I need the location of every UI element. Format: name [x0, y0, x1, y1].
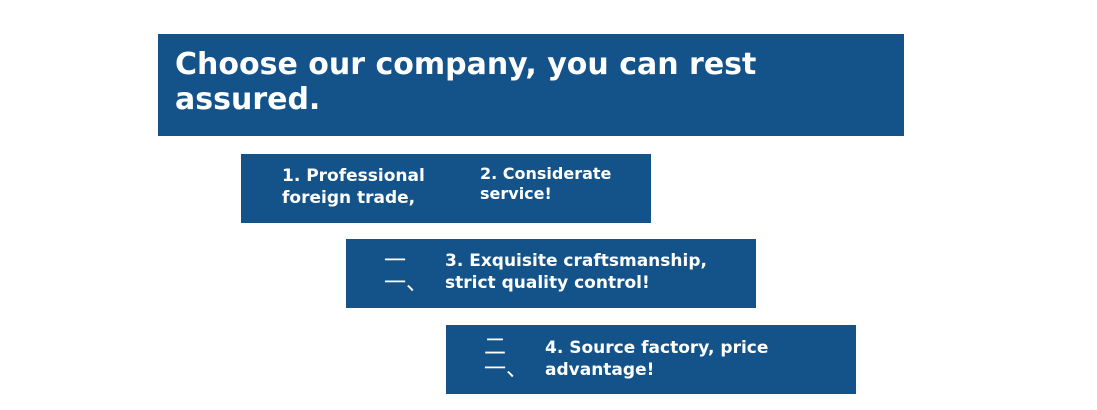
- feature-craftsmanship: 3. Exquisite craftsmanship, strict quali…: [445, 251, 707, 293]
- numeral-bottom: 一、: [384, 271, 429, 296]
- numeral-marker: 一 一、: [384, 251, 428, 295]
- feature-considerate-service: 2. Considerate service!: [480, 164, 612, 203]
- feature-professional-foreign-trade: 1. Professional foreign trade,: [282, 166, 425, 208]
- feature-source-factory: 4. Source factory, price advantage!: [545, 338, 769, 380]
- numeral-top: 一: [384, 249, 407, 274]
- numeral-top: 二: [484, 335, 507, 360]
- banner-title: Choose our company, you can rest assured…: [175, 47, 757, 117]
- feature-card-3: 二 一、 4. Source factory, price advantage!: [446, 325, 856, 394]
- feature-card-1: 1. Professional foreign trade, 2. Consid…: [241, 154, 651, 223]
- feature-card-2: 一 一、 3. Exquisite craftsmanship, strict …: [346, 239, 756, 308]
- numeral-marker: 二 一、: [484, 337, 528, 381]
- banner: Choose our company, you can rest assured…: [158, 34, 904, 136]
- numeral-bottom: 一、: [484, 357, 529, 382]
